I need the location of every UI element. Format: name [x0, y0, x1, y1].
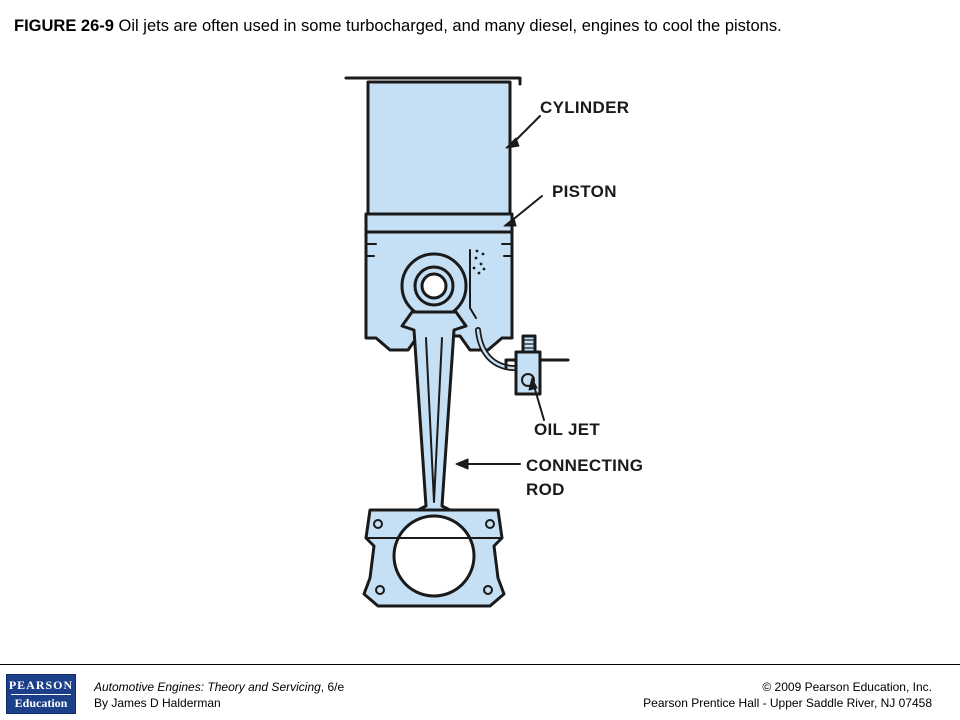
pearson-logo: PEARSON Education [6, 674, 76, 714]
cylinder-bore [366, 80, 512, 216]
label-cylinder: CYLINDER [540, 98, 630, 117]
diagram-drawing [344, 76, 570, 608]
publisher-line: Pearson Prentice Hall - Upper Saddle Riv… [643, 696, 932, 710]
cylinder-flange [344, 76, 522, 86]
oil-jet-leader [533, 385, 545, 421]
piston-leader [509, 195, 543, 223]
crankpin-bore [392, 514, 476, 598]
book-title: Automotive Engines: Theory and Servicing [94, 680, 321, 694]
book-edition: , 6/e [320, 680, 345, 694]
figure-caption: FIGURE 26-9 Oil jets are often used in s… [14, 16, 944, 36]
book-author: By James D Halderman [94, 696, 221, 710]
figure-number: FIGURE 26-9 [14, 17, 114, 35]
label-oil-jet: OIL JET [534, 420, 601, 439]
footer-divider [0, 664, 960, 665]
piston-crown [364, 212, 514, 234]
logo-line2: Education [14, 696, 68, 710]
caption-text: Oil jets are often used in some turbocha… [113, 17, 782, 35]
footer-copyright: © 2009 Pearson Education, Inc. Pearson P… [643, 679, 932, 711]
logo-line1: PEARSON [8, 678, 74, 692]
label-connecting-rod-line1: CONNECTING [526, 456, 644, 475]
footer-book-info: Automotive Engines: Theory and Servicing… [94, 679, 344, 711]
oil-spray [472, 249, 486, 275]
label-piston: PISTON [552, 182, 617, 201]
copyright-line: © 2009 Pearson Education, Inc. [762, 680, 932, 694]
label-connecting-rod-line2: ROD [526, 480, 565, 499]
piston-oil-jet-diagram: CYLINDER PISTON OIL JET CONNECTING ROD [330, 68, 670, 628]
